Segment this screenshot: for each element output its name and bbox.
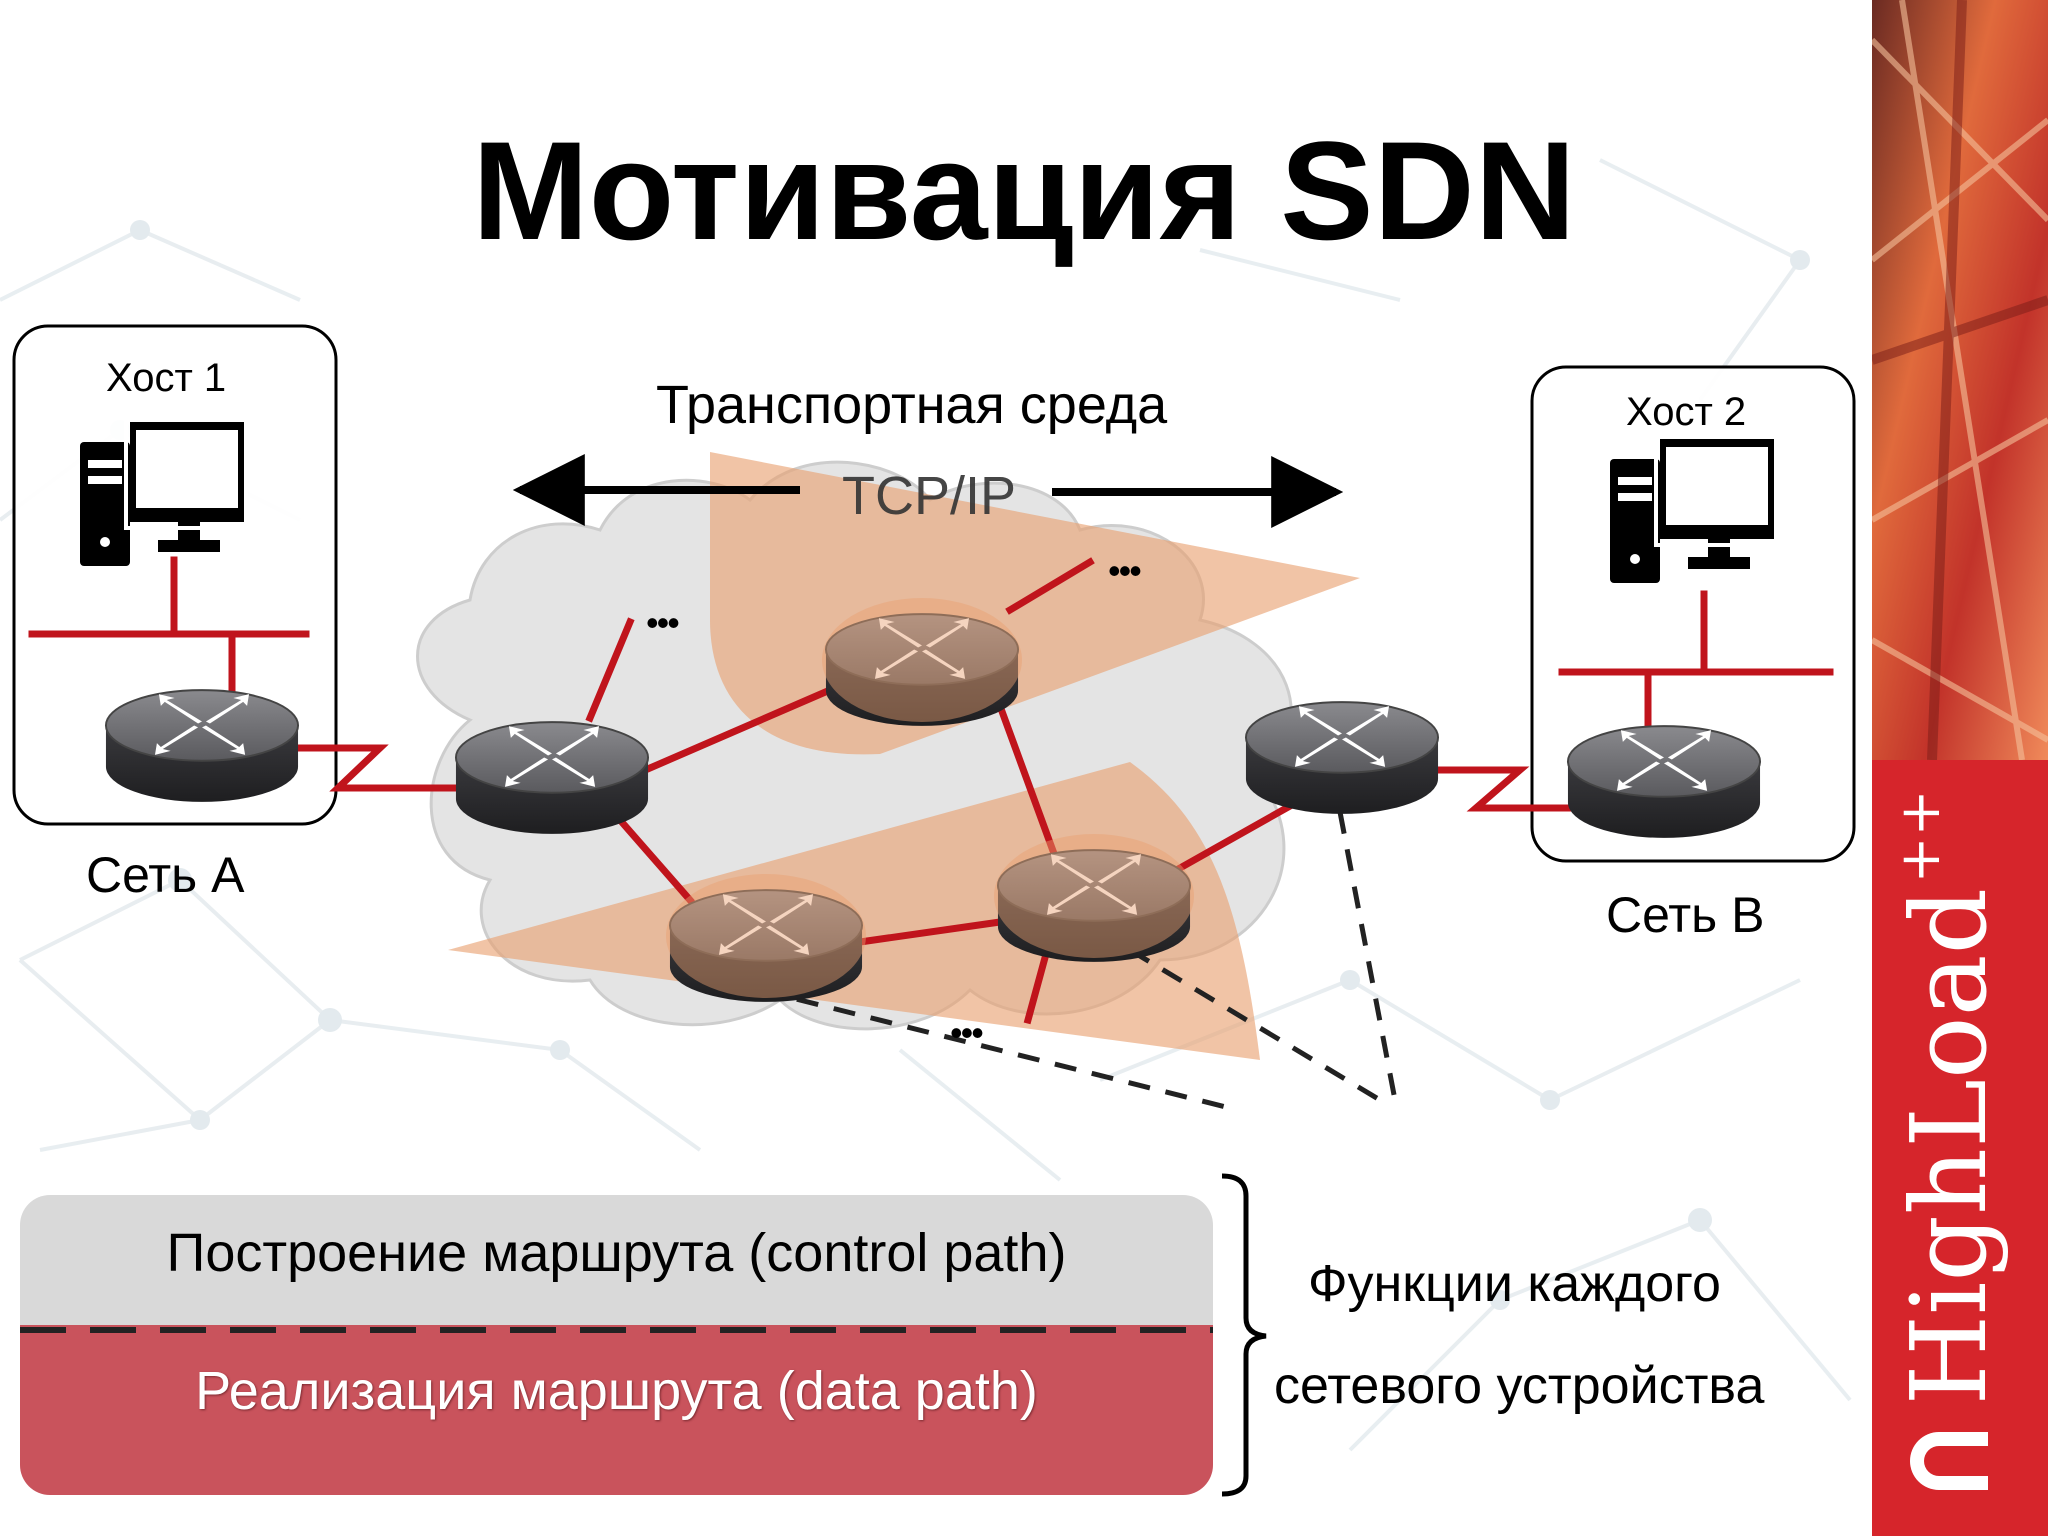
transport-label: Транспортная среда — [656, 375, 1168, 435]
network-b-label: Сеть B — [1606, 887, 1765, 943]
control-path-bar — [20, 1195, 1213, 1325]
network-links — [28, 556, 1834, 1025]
right-bracket-icon — [1221, 1173, 1267, 1497]
logo-bars-icon — [1910, 1432, 1988, 1490]
ellipsis-bottom: ••• — [950, 1012, 984, 1053]
host-2-label: Хост 2 — [1626, 390, 1747, 434]
brand-sidebar: HighLoad ++ — [1872, 0, 2048, 1536]
protocol-label: TCP/IP — [842, 466, 1017, 526]
router-highlight-middle — [994, 834, 1194, 958]
ellipsis-top-right: ••• — [1108, 550, 1142, 591]
highload-logo: HighLoad ++ — [1888, 789, 2028, 1490]
dashed-projection-lines — [759, 811, 1398, 1111]
network-a-label: Сеть A — [86, 847, 245, 903]
functions-label-line1: Функции каждого — [1308, 1255, 1721, 1313]
data-path-label: Реализация маршрута (data path) — [195, 1361, 1038, 1421]
data-path-bar — [20, 1325, 1213, 1495]
host-1-label: Хост 1 — [106, 356, 227, 400]
brand-decorative-image — [1872, 0, 2048, 1536]
logo-suffix: ++ — [1888, 789, 1953, 884]
slide-title: Мотивация SDN — [472, 112, 1576, 269]
control-path-label: Построение маршрута (control path) — [166, 1223, 1067, 1283]
router-highlight-bottom — [666, 874, 866, 998]
router-highlight-top — [822, 598, 1022, 722]
ellipsis-top-left: ••• — [646, 602, 680, 643]
functions-label-line2: сетевого устройства — [1274, 1357, 1765, 1415]
logo-text: HighLoad — [1888, 887, 2010, 1406]
